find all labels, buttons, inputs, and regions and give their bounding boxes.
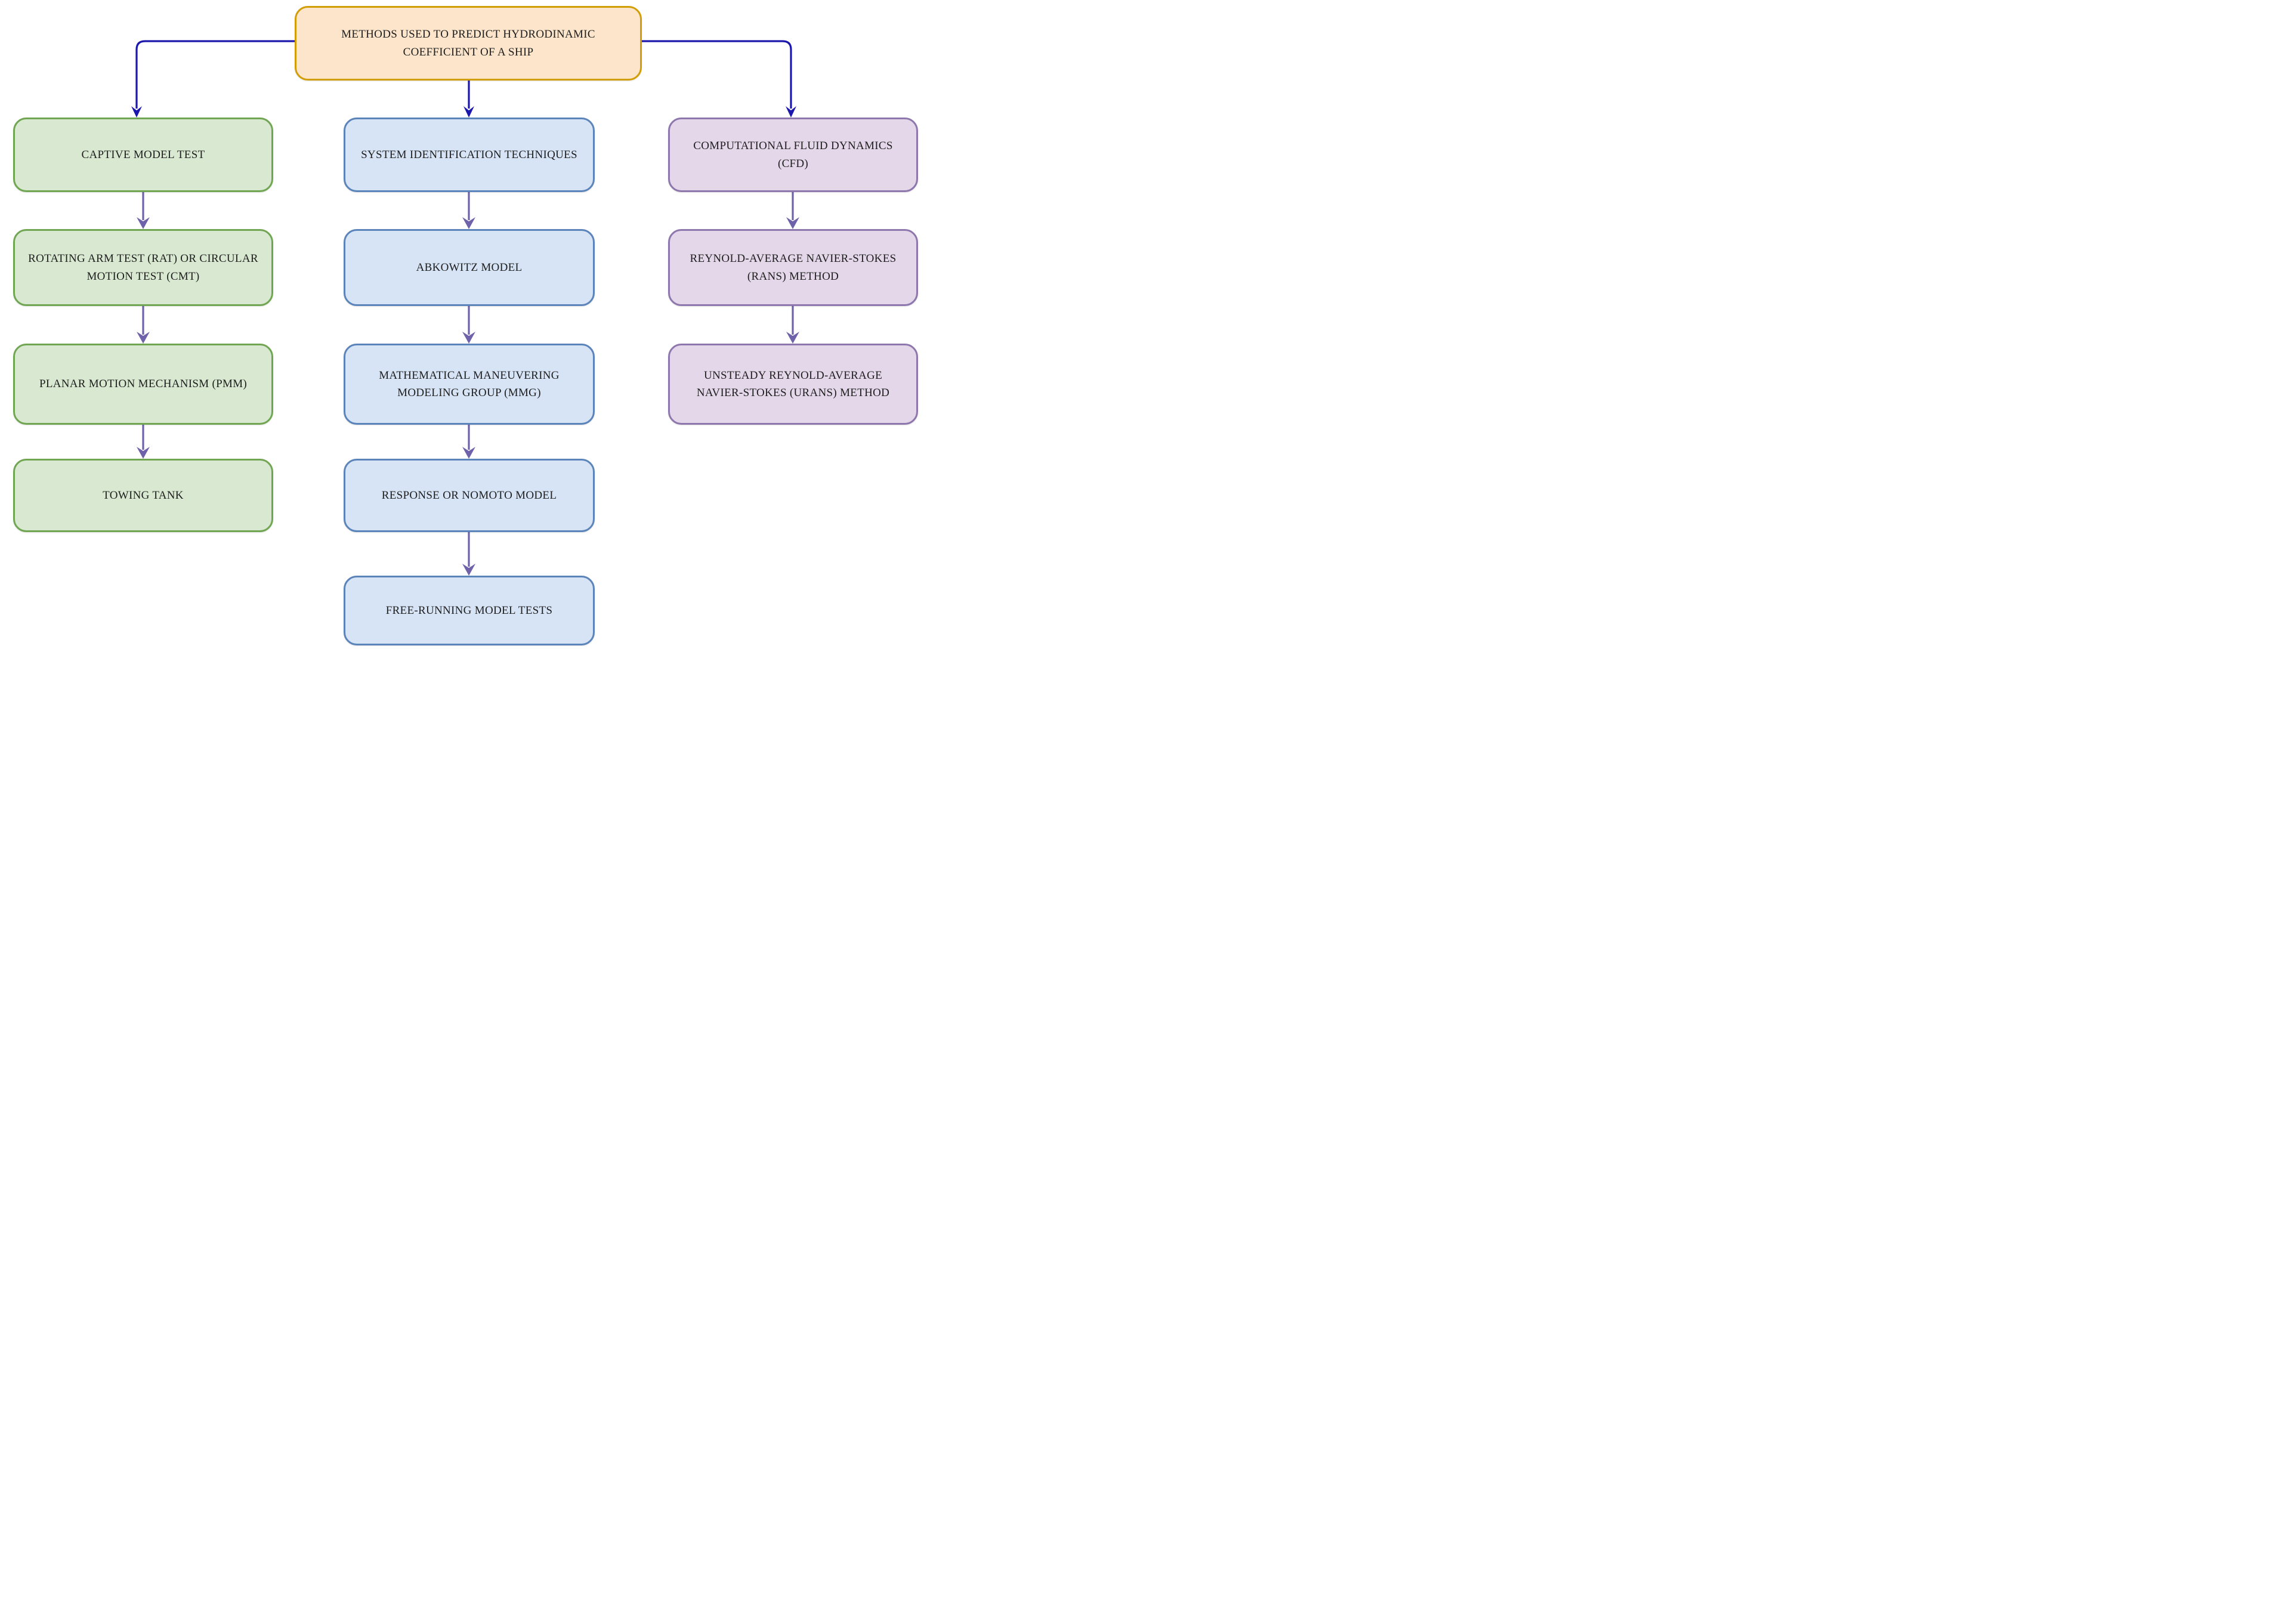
arrowhead-captive-3-4-icon [137,447,150,459]
arrowhead-captive-2-3-icon [137,332,150,344]
node-label: FREE-RUNNING MODEL TESTS [385,604,553,617]
node-label: ABKOWITZ MODEL [416,261,523,274]
connector-layer [131,40,799,576]
arrowhead-sysid-2-3-icon [462,332,475,344]
arrowhead-sysid-4-5-icon [462,564,475,576]
node-label: CAPTIVE MODEL TEST [81,148,205,161]
arrowhead-sysid-1-2-icon [462,217,475,229]
node-label: TOWING TANK [103,489,184,502]
node-title-label: METHODS USED TO PREDICT HYDRODINAMIC COE… [341,28,595,58]
node-abkowitz-model: ABKOWITZ MODEL [344,229,595,306]
arrowhead-captive-1-2-icon [137,217,150,229]
node-mmg-model: MATHEMATICAL MANEUVERING MODELING GROUP … [344,344,595,425]
arrowhead-title-to-cfd-icon [786,106,796,118]
node-label: MATHEMATICAL MANEUVERING MODELING GROUP … [379,369,560,399]
node-label: PLANAR MOTION MECHANISM (PMM) [39,378,248,391]
connector-title-to-captive [135,40,295,109]
node-rans-method: REYNOLD-AVERAGE NAVIER-STOKES (RANS) MET… [668,229,918,306]
node-label: UNSTEADY REYNOLD-AVERAGE NAVIER-STOKES (… [696,369,890,399]
connector-title-to-cfd [642,40,792,109]
node-captive-model-test: CAPTIVE MODEL TEST [13,118,273,192]
node-cfd: COMPUTATIONAL FLUID DYNAMICS (CFD) [668,118,918,192]
node-label: ROTATING ARM TEST (RAT) OR CIRCULAR MOTI… [28,252,258,283]
node-label: COMPUTATIONAL FLUID DYNAMICS (CFD) [693,140,893,170]
arrowhead-cfd-2-3-icon [786,332,799,344]
node-towing-tank: TOWING TANK [13,459,273,532]
arrowhead-cfd-1-2-icon [786,217,799,229]
node-free-running-model-tests: FREE-RUNNING MODEL TESTS [344,576,595,645]
node-label: RESPONSE OR NOMOTO MODEL [381,489,557,502]
node-rotating-arm-test: ROTATING ARM TEST (RAT) OR CIRCULAR MOTI… [13,229,273,306]
node-label: SYSTEM IDENTIFICATION TECHNIQUES [361,148,577,161]
node-title: METHODS USED TO PREDICT HYDRODINAMIC COE… [295,6,642,81]
flowchart-canvas: METHODS USED TO PREDICT HYDRODINAMIC COE… [0,0,920,647]
node-system-identification: SYSTEM IDENTIFICATION TECHNIQUES [344,118,595,192]
node-urans-method: UNSTEADY REYNOLD-AVERAGE NAVIER-STOKES (… [668,344,918,425]
arrowhead-sysid-3-4-icon [462,447,475,459]
arrowhead-title-to-captive-icon [131,106,142,118]
node-label: REYNOLD-AVERAGE NAVIER-STOKES (RANS) MET… [690,252,897,283]
node-nomoto-model: RESPONSE OR NOMOTO MODEL [344,459,595,532]
arrowhead-title-to-sysid-icon [463,106,474,118]
node-planar-motion-mechanism: PLANAR MOTION MECHANISM (PMM) [13,344,273,425]
